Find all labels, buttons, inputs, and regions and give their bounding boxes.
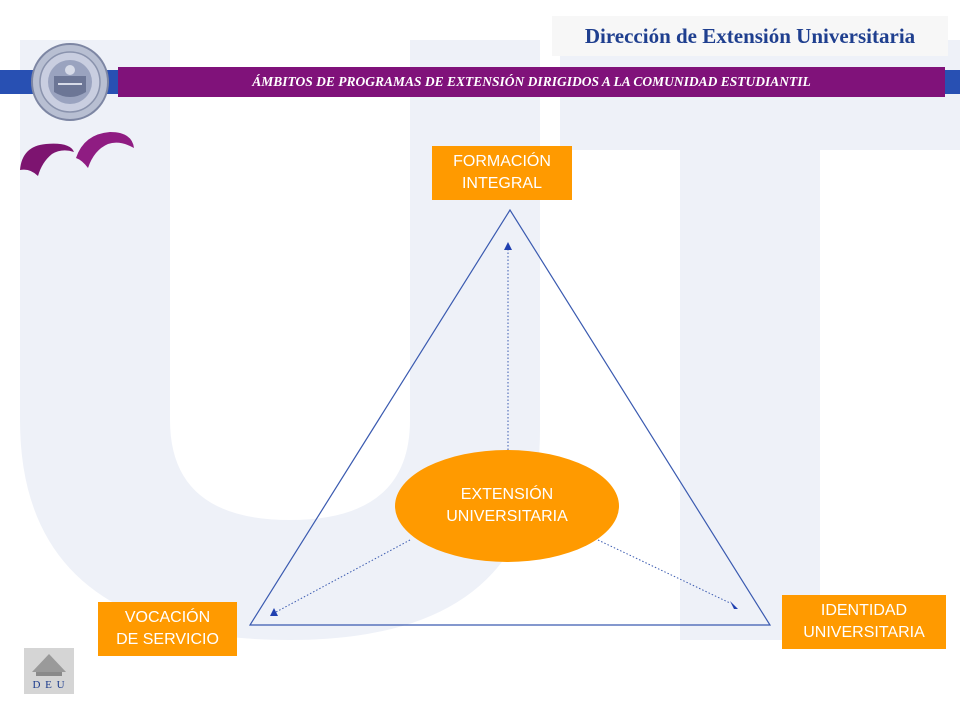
university-seal-icon (31, 43, 109, 121)
home-button-label: D E U (32, 679, 66, 691)
arrow-left (270, 608, 278, 616)
purple-swoosh-icon (20, 132, 134, 176)
outer-triangle (248, 208, 772, 626)
connector-right (597, 539, 731, 604)
node-extension-universitaria: EXTENSIÓN UNIVERSITARIA (395, 450, 619, 562)
subtitle-banner: ÁMBITOS DE PROGRAMAS DE EXTENSIÓN DIRIGI… (118, 67, 945, 97)
node-formacion-integral: FORMACIÓN INTEGRAL (432, 146, 572, 200)
home-icon (32, 654, 66, 676)
node-vocacion-de-servicio: VOCACIÓN DE SERVICIO (98, 602, 237, 656)
home-button[interactable]: D E U (24, 648, 74, 694)
arrow-right (730, 601, 738, 609)
connector-left (275, 539, 411, 613)
arrow-top (504, 242, 512, 250)
node-identidad-universitaria: IDENTIDAD UNIVERSITARIA (782, 595, 946, 649)
page-title: Dirección de Extensión Universitaria (552, 16, 948, 56)
